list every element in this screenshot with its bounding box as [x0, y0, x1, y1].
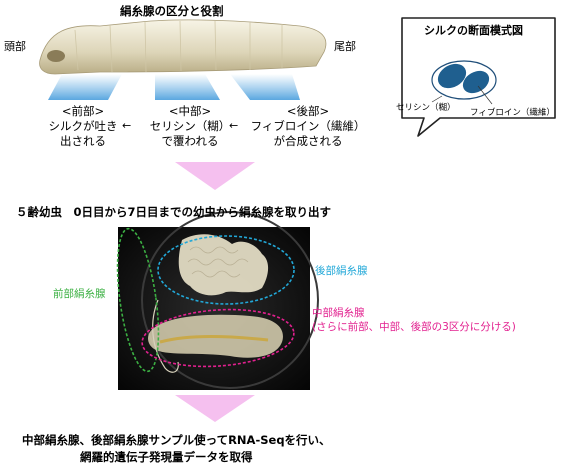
middle-gland-note: (さらに前部、中部、後部の3区分に分ける) [312, 321, 516, 333]
posterior-gland-label: 後部絹糸腺 [315, 265, 368, 277]
silkworm-photo [39, 19, 327, 75]
middle-gland-name: 中部絹糸腺 [312, 307, 365, 319]
region-posterior-name: <後部> [286, 104, 330, 118]
region-anterior-line1: シルクが吐き [48, 119, 118, 133]
head-label: 頭部 [4, 40, 26, 53]
beam-posterior [230, 74, 300, 100]
region-middle-name: <中部> [168, 104, 212, 118]
fibroin-pointer [477, 85, 493, 105]
cross-section-callout [401, 17, 556, 137]
flow-arrow-1 [175, 162, 255, 190]
silk-gland-title: 絹糸腺の区分と役割 [120, 4, 224, 18]
region-posterior-line1: フィブロイン（繊維） [250, 119, 366, 133]
posterior-gland-outline [157, 235, 295, 305]
beam-middle [155, 74, 220, 100]
middle-gland-label: 中部絹糸腺 (さらに前部、中部、後部の3区分に分ける) [312, 306, 516, 334]
arrow-left-2: ← [229, 119, 239, 132]
region-middle-line1: セリシン（糊） [149, 119, 231, 133]
tail-label: 尾部 [334, 40, 356, 53]
region-middle-line2: で覆われる [161, 134, 219, 148]
region-posterior: <後部> フィブロイン（繊維） が合成される [244, 104, 372, 149]
region-anterior-line2: 出される [60, 134, 106, 148]
flow-arrow-2 [175, 395, 255, 422]
step1-text: ５齢幼虫 0日目から7日目までの幼虫から絹糸腺を取り出す [16, 205, 332, 219]
fibroin-label: フィブロイン（繊維） [470, 108, 555, 118]
cross-section-title: シルクの断面模式図 [424, 24, 523, 37]
region-middle: <中部> セリシン（糊） で覆われる [140, 104, 240, 149]
anterior-gland-label: 前部絹糸腺 [53, 288, 106, 300]
beam-anterior [48, 74, 122, 100]
step2-line2: 網羅的遺伝子発現量データを取得 [80, 450, 253, 464]
silk-gland-photo [118, 211, 319, 390]
middle-gland-outline [141, 308, 295, 368]
region-anterior-name: <前部> [61, 104, 105, 118]
step2-line1: 中部絹糸腺、後部絹糸腺サンプル使ってRNA-Seqを行い、 [22, 433, 331, 447]
step2-text: 中部絹糸腺、後部絹糸腺サンプル使ってRNA-Seqを行い、 網羅的遺伝子発現量デ… [22, 432, 442, 466]
region-posterior-line2: が合成される [273, 134, 343, 148]
sericin-label: セリシン（糊） [396, 103, 456, 113]
region-anterior: <前部> シルクが吐き 出される [28, 104, 138, 149]
arrow-left-1: ← [122, 119, 132, 132]
sericin-pointer [431, 95, 443, 103]
anterior-gland-outline [116, 227, 160, 373]
